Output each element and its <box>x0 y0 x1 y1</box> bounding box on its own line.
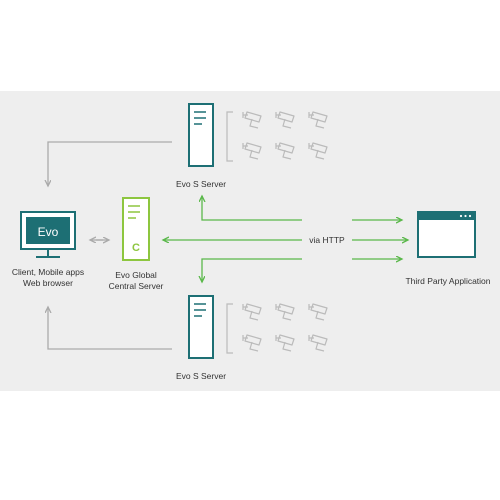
http-to-top-server-arrow <box>202 196 302 221</box>
central-server-icon: C <box>122 197 150 261</box>
third-party-app-icon <box>417 211 476 258</box>
camera-icon <box>275 334 295 352</box>
third-party-label: Third Party Application <box>405 276 491 286</box>
camera-group-bottom <box>242 303 328 352</box>
client-bottom-server-connector <box>48 307 172 350</box>
camera-group-top <box>242 111 328 160</box>
diagram-background <box>0 91 500 391</box>
central-server-letter: C <box>132 242 140 254</box>
camera-icon <box>275 303 295 321</box>
camera-group-bracket-bottom <box>226 303 233 354</box>
s-server-bottom-icon <box>188 295 214 359</box>
camera-icon <box>308 142 328 160</box>
central-server-label: Evo Global Central Server <box>98 270 174 292</box>
camera-icon <box>242 111 262 129</box>
camera-icon <box>308 111 328 129</box>
camera-icon <box>242 142 262 160</box>
via-http-label: via HTTP <box>309 235 345 245</box>
monitor-text: Evo <box>38 225 59 239</box>
central-server-label-line1: Evo Global <box>115 270 157 280</box>
camera-icon <box>275 142 295 160</box>
camera-icon <box>242 334 262 352</box>
client-label: Client, Mobile apps Web browser <box>0 267 96 289</box>
s-server-top-icon <box>188 103 214 167</box>
camera-icon <box>308 303 328 321</box>
central-server-label-line2: Central Server <box>108 281 164 291</box>
client-top-server-connector <box>48 141 172 186</box>
client-label-line2: Web browser <box>23 278 73 288</box>
camera-icon <box>275 111 295 129</box>
client-monitor-icon: Evo <box>20 211 76 258</box>
camera-group-bracket-top <box>226 111 233 162</box>
camera-icon <box>308 334 328 352</box>
camera-icon <box>242 303 262 321</box>
http-to-bottom-server-arrow <box>202 258 302 282</box>
client-label-line1: Client, Mobile apps <box>11 267 85 277</box>
s-server-bottom-label: Evo S Server <box>175 371 227 381</box>
s-server-top-label: Evo S Server <box>175 179 227 189</box>
http-to-third-party-arrows <box>352 220 408 259</box>
